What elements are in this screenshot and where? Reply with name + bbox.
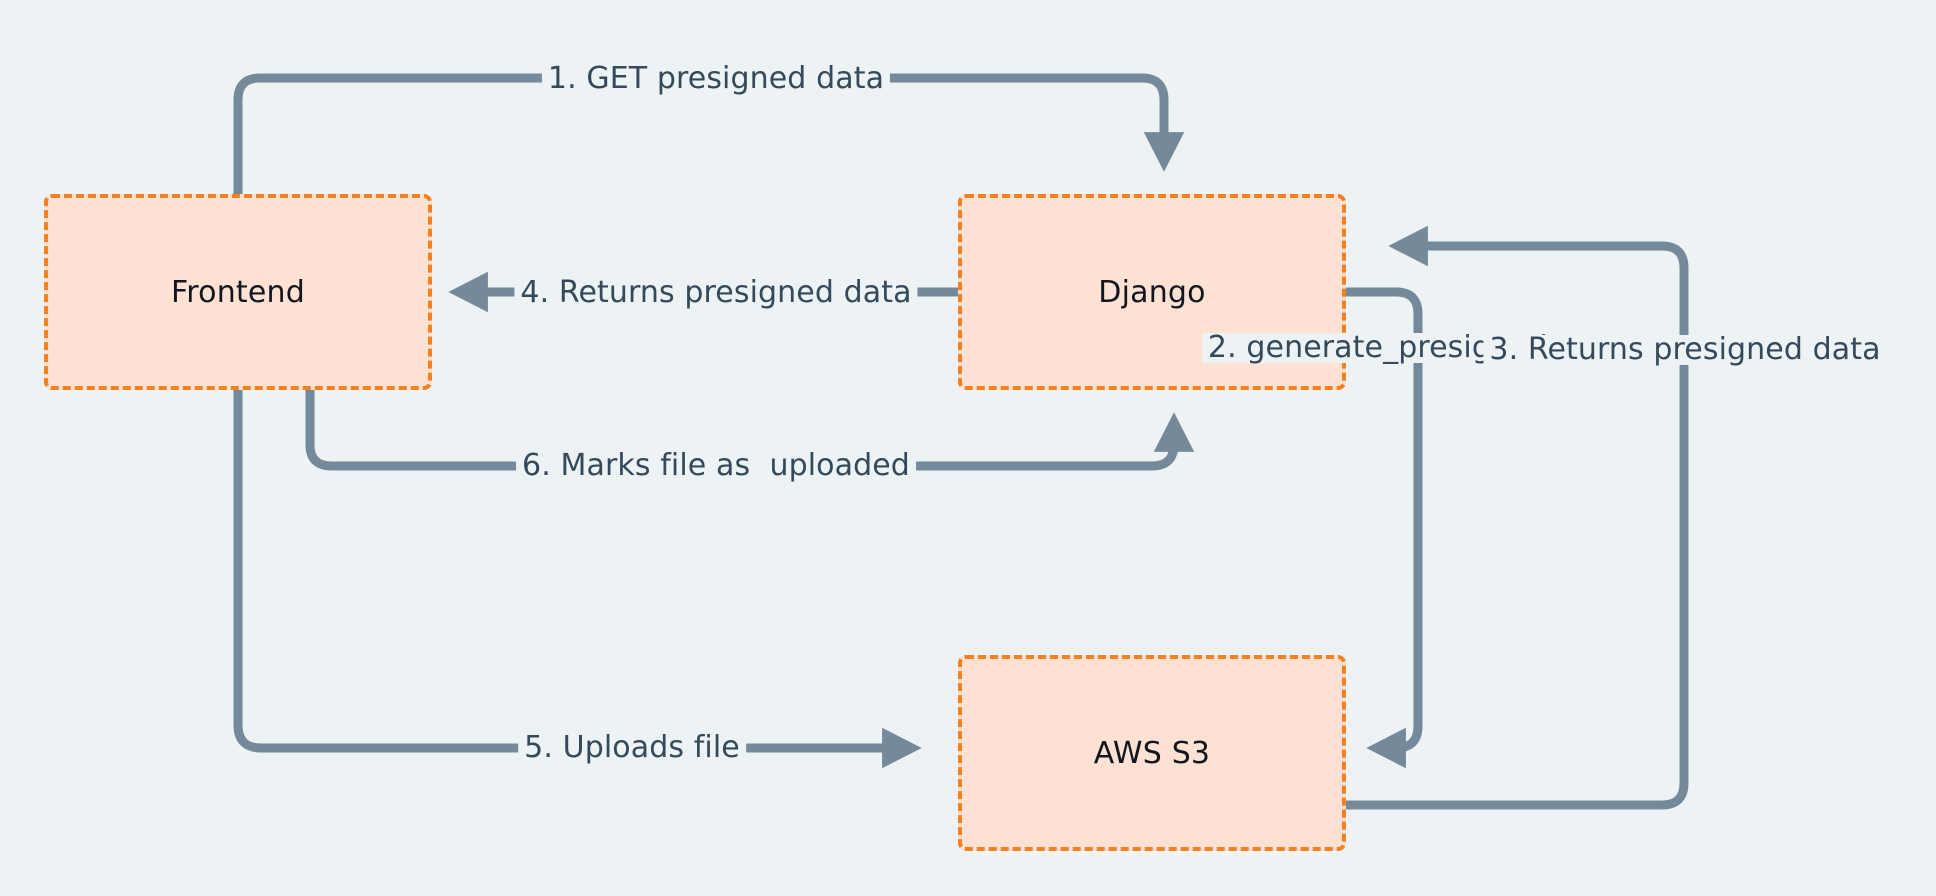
connector-3-returns-presigned-data: [1341, 225, 1689, 810]
edge-label-3: 3. Returns presigned data: [1483, 335, 1887, 365]
node-aws-s3[interactable]: AWS S3: [958, 655, 1346, 851]
edge-label-1: 1. GET presigned data: [541, 64, 891, 94]
edge-label-6: 6. Marks file as uploaded: [516, 451, 916, 481]
node-frontend[interactable]: Frontend: [44, 194, 432, 390]
connector-2-generate-presigned-post: [1341, 287, 1423, 769]
connector-5-uploads-file: [233, 385, 922, 769]
node-django-label: Django: [1098, 274, 1206, 310]
node-aws-s3-label: AWS S3: [1093, 735, 1211, 771]
node-frontend-label: Frontend: [171, 274, 305, 310]
edge-label-5: 5. Uploads file: [518, 733, 746, 763]
edge-label-4: 4. Returns presigned data: [514, 278, 918, 308]
